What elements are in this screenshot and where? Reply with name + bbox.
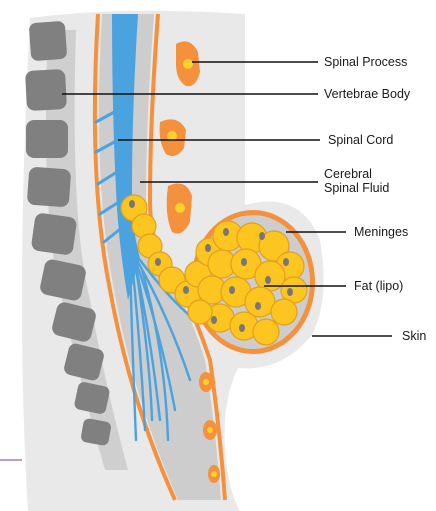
label-meninges: Meninges (354, 225, 408, 239)
label-vertebrae-body: Vertebrae Body (324, 87, 411, 101)
label-fat: Fat (lipo) (354, 279, 403, 293)
label-spinal-cord: Spinal Cord (328, 133, 393, 147)
label-spinal-process: Spinal Process (324, 55, 407, 69)
label-skin: Skin (402, 329, 426, 343)
label-csf-line2: Spinal Fluid (324, 181, 389, 195)
label-csf-line1: Cerebral (324, 167, 372, 181)
